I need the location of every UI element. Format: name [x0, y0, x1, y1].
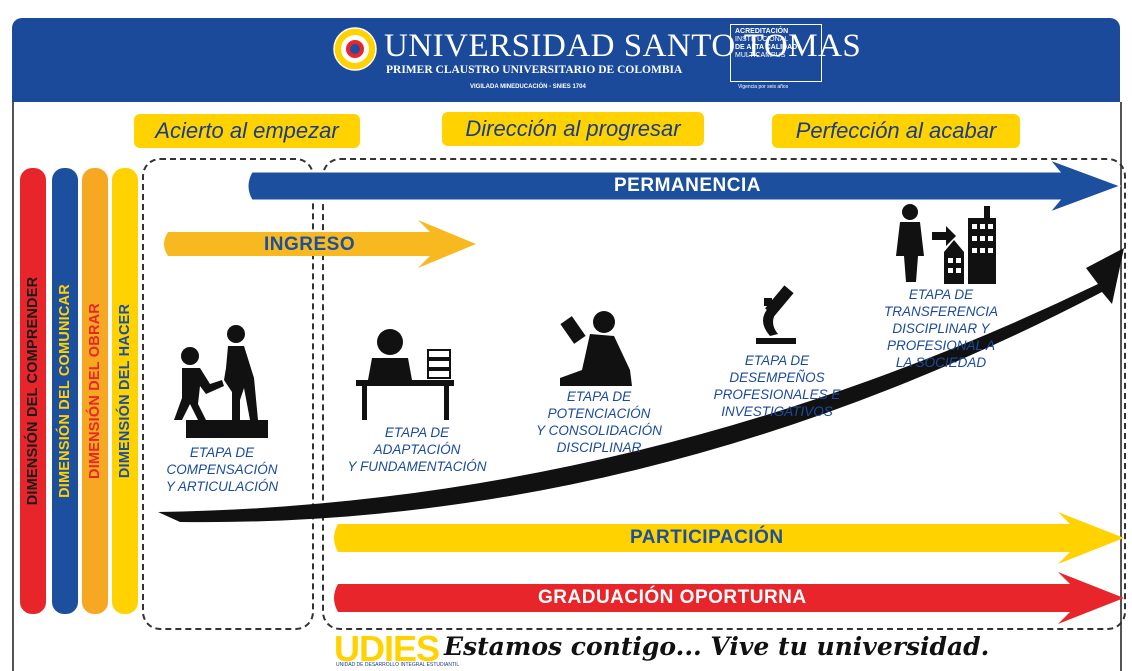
entry-stage-box: [142, 158, 314, 630]
accreditation-note: Vigencia por seis años: [738, 84, 789, 90]
university-subtitle: PRIMER CLAUSTRO UNIVERSITARIO DE COLOMBI…: [386, 64, 683, 76]
stage-line: Y CONSOLIDACIÓN: [536, 423, 662, 438]
udies-logo: UDIES: [334, 628, 440, 669]
motto-acierto: Acierto al empezar: [134, 114, 360, 148]
stage-line: ETAPA DE: [908, 287, 974, 302]
stage-line: POTENCIACIÓN: [547, 406, 651, 421]
motto-direccion: Dirección al progresar: [442, 112, 704, 146]
stage-line: COMPENSACIÓN: [166, 462, 278, 477]
stage-line: ETAPA DE: [189, 445, 255, 460]
stage-line: ETAPA DE: [744, 353, 810, 368]
dimension-comprender-label: DIMENSIÓN DEL COMPRENDER: [25, 276, 41, 506]
stage-line: DISCIPLINAR Y: [892, 321, 990, 336]
dimension-comprender-bar: DIMENSIÓN DEL COMPRENDER: [20, 168, 46, 614]
stage-line: LA SOCIEDAD: [895, 355, 987, 370]
vigilada-text: VIGILADA MINEDUCACIÓN - SNIES 1704: [470, 84, 586, 90]
dimension-obrar-label: DIMENSIÓN DEL OBRAR: [87, 303, 103, 479]
stage-line: ADAPTACIÓN: [373, 442, 461, 457]
stage-adaptacion: ETAPA DE ADAPTACIÓN Y FUNDAMENTACIÓN: [334, 424, 500, 475]
stage-line: ETAPA DE: [566, 389, 632, 404]
footer-tagline: Estamos contigo... Vive tu universidad.: [444, 632, 990, 661]
stage-line: INVESTIGATIVOS: [721, 404, 833, 419]
motto-perfeccion: Perfección al acabar: [772, 114, 1020, 148]
accreditation-badge: ACREDITACIÓN INSTITUCIONAL DE ALTA CALID…: [730, 24, 822, 82]
stage-line: ETAPA DE: [384, 425, 450, 440]
accreditation-line-1: ACREDITACIÓN: [735, 28, 789, 35]
header-bar: [12, 18, 1120, 102]
dimension-comunicar-bar: DIMENSIÓN DEL COMUNICAR: [52, 168, 78, 614]
stage-potenciacion: ETAPA DE POTENCIACIÓN Y CONSOLIDACIÓN DI…: [524, 388, 674, 456]
ingreso-label: INGRESO: [264, 234, 356, 255]
stage-line: Y ARTICULACIÓN: [165, 479, 279, 494]
graduacion-label: GRADUACIÓN OPORTURNA: [538, 587, 807, 608]
stage-line: TRANSFERENCIA: [883, 304, 998, 319]
accreditation-line-2: INSTITUCIONAL: [735, 36, 789, 43]
permanencia-label: PERMANENCIA: [614, 175, 761, 196]
university-logo: UNIVERSIDAD SANTO TOMAS PRIMER CLAUSTRO …: [332, 24, 861, 94]
participacion-label: PARTICIPACIÓN: [630, 527, 784, 548]
stage-line: DISCIPLINAR: [556, 440, 642, 455]
dimension-hacer-bar: DIMENSIÓN DEL HACER: [112, 168, 138, 614]
stage-line: PROFESIONALES E: [713, 387, 841, 402]
stage-transferencia: ETAPA DE TRANSFERENCIA DISCIPLINAR Y PRO…: [866, 286, 1016, 371]
stage-compensacion: ETAPA DE COMPENSACIÓN Y ARTICULACIÓN: [152, 444, 292, 495]
accreditation-line-4: MULTICAMPUS: [735, 52, 786, 59]
stage-line: PROFESIONAL A: [886, 338, 996, 353]
dimension-obrar-bar: DIMENSIÓN DEL OBRAR: [82, 168, 108, 614]
dimension-comunicar-label: DIMENSIÓN DEL COMUNICAR: [57, 284, 73, 498]
udies-logo-subtitle: UNIDAD DE DESARROLLO INTEGRAL ESTUDIANTI…: [336, 662, 460, 668]
university-seal-icon: [333, 27, 377, 71]
university-name: UNIVERSIDAD SANTO TOMAS: [384, 28, 862, 64]
stage-line: Y FUNDAMENTACIÓN: [347, 459, 487, 474]
accreditation-line-3: DE ALTA CALIDAD: [735, 44, 798, 51]
stage-desempenos: ETAPA DE DESEMPEÑOS PROFESIONALES E INVE…: [702, 352, 852, 420]
dimension-hacer-label: DIMENSIÓN DEL HACER: [117, 303, 133, 479]
stage-line: DESEMPEÑOS: [729, 370, 825, 385]
cropped-title: [0, 0, 1132, 18]
